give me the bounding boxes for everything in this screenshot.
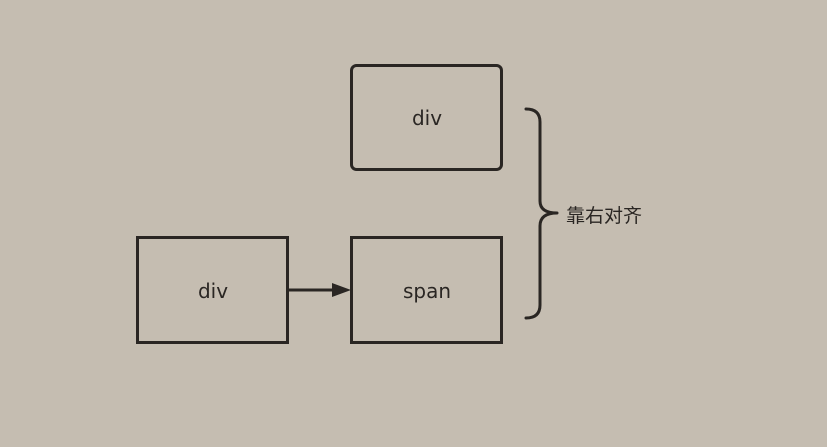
left-div-node: div bbox=[136, 236, 289, 344]
arrow-connector bbox=[289, 283, 351, 297]
span-node: span bbox=[350, 236, 503, 344]
span-box bbox=[350, 236, 503, 344]
left-div-label: div bbox=[198, 279, 228, 303]
top-div-label: div bbox=[412, 106, 442, 130]
curly-brace bbox=[524, 107, 559, 320]
left-div-box bbox=[136, 236, 289, 344]
arrowhead-icon bbox=[332, 283, 351, 297]
top-div-node: div bbox=[350, 64, 503, 171]
top-div-box bbox=[350, 64, 503, 171]
brace-label: 靠右对齐 bbox=[566, 205, 642, 227]
span-label: span bbox=[403, 279, 451, 303]
